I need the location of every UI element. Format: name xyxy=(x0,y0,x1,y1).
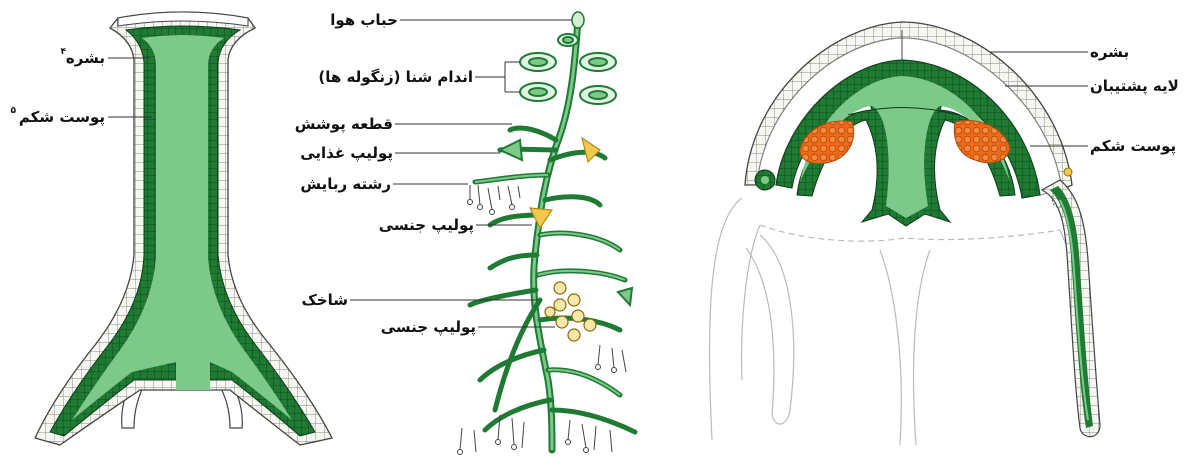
label-air-bubble: حباب هوا xyxy=(330,11,398,29)
polyp-labels: بشره ۴ پوست شکم ۵ xyxy=(11,47,153,127)
label-branch: شاخک xyxy=(301,291,348,309)
label-feeding-polyp: پولیپ غذایی xyxy=(300,144,393,163)
label-reproductive-polyp-1: پولیپ جنسی xyxy=(379,216,474,235)
medusa-faint-outline xyxy=(710,198,1081,440)
label-tentacle: رشته ربایش xyxy=(300,175,391,193)
polyp-mouth-opening xyxy=(176,360,210,390)
label-polyp-epidermis-note: ۴ xyxy=(61,47,67,57)
colony-reproductive-cluster xyxy=(545,282,596,341)
label-covering-piece: قطعه پوشش xyxy=(295,115,393,134)
label-medusa-gastrodermis: پوست شکم xyxy=(1090,137,1176,156)
label-polyp-gastrodermis-note: ۵ xyxy=(11,106,17,116)
label-medusa-epidermis: بشره xyxy=(1090,43,1129,61)
colony-feeding-polyp xyxy=(500,140,522,160)
polyp-figure xyxy=(35,12,332,445)
colony-air-bubble xyxy=(572,12,584,28)
label-polyp-epidermis: بشره xyxy=(66,49,105,67)
label-swimming-organ: اندام شنا (زنگوله ها) xyxy=(318,68,473,86)
label-medusa-mesoglea: لایه پشتیبان xyxy=(1090,77,1179,96)
colony-branches xyxy=(470,128,635,432)
medusa-figure xyxy=(710,22,1100,445)
medusa-statocyst xyxy=(1064,168,1072,176)
label-polyp-gastrodermis: پوست شکم xyxy=(19,108,105,127)
label-reproductive-polyp-2: پولیپ جنسی xyxy=(381,318,476,337)
colony-figure xyxy=(458,12,636,455)
